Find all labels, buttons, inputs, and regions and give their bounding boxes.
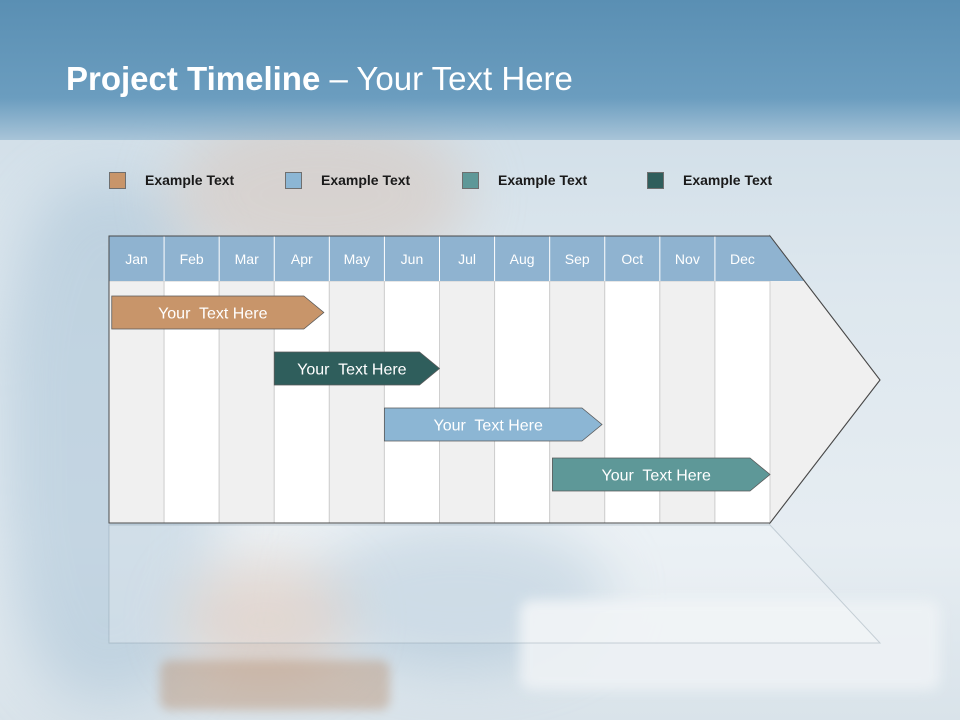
task-label: Your Text Here	[602, 468, 712, 485]
legend-item: Example Text	[285, 170, 410, 190]
month-column	[383, 280, 440, 524]
month-label: Sep	[565, 251, 590, 267]
month-column	[494, 280, 551, 524]
timeline-reflection	[108, 524, 882, 644]
background-photo-laptop	[520, 600, 940, 690]
legend-swatch	[285, 171, 302, 189]
task-label: Your Text Here	[434, 418, 544, 435]
month-label: Mar	[235, 251, 259, 267]
month-label: Aug	[510, 251, 535, 267]
month-label: May	[344, 251, 370, 267]
legend-item: Example Text	[462, 170, 587, 190]
task-arrow	[384, 407, 603, 442]
month-column	[439, 280, 496, 524]
month-label: Feb	[180, 251, 204, 267]
task-label: Your Text Here	[158, 306, 268, 323]
legend-label: Example Text	[321, 172, 411, 188]
page-title-sub: Your Text Here	[356, 60, 573, 97]
task-label: Your Text Here	[297, 362, 407, 379]
header-band	[0, 0, 960, 140]
legend-item: Example Text	[109, 170, 234, 190]
legend-label: Example Text	[145, 172, 235, 188]
task-arrow	[273, 351, 441, 386]
task-arrow	[552, 457, 771, 492]
legend-label: Example Text	[498, 172, 588, 188]
page-title: Project Timeline – Your Text Here	[66, 60, 573, 98]
task-arrow	[111, 295, 325, 330]
legend-swatch	[647, 171, 664, 189]
background-photo-hand	[180, 560, 350, 680]
legend-swatch	[109, 171, 126, 189]
legend-label: Example Text	[683, 172, 773, 188]
month-label: Apr	[291, 251, 313, 267]
month-column	[328, 280, 385, 524]
month-label: Jan	[125, 251, 148, 267]
month-label: Dec	[730, 251, 755, 267]
page-title-separator: –	[320, 60, 357, 97]
month-label: Jul	[458, 251, 476, 267]
legend-item: Example Text	[647, 170, 772, 190]
month-label: Oct	[621, 251, 643, 267]
month-label: Jun	[401, 251, 424, 267]
timeline-outline	[108, 235, 881, 524]
legend-swatch	[462, 171, 479, 189]
month-label: Nov	[675, 251, 700, 267]
page-title-main: Project Timeline	[66, 60, 321, 97]
background-photo-phone	[160, 660, 390, 710]
